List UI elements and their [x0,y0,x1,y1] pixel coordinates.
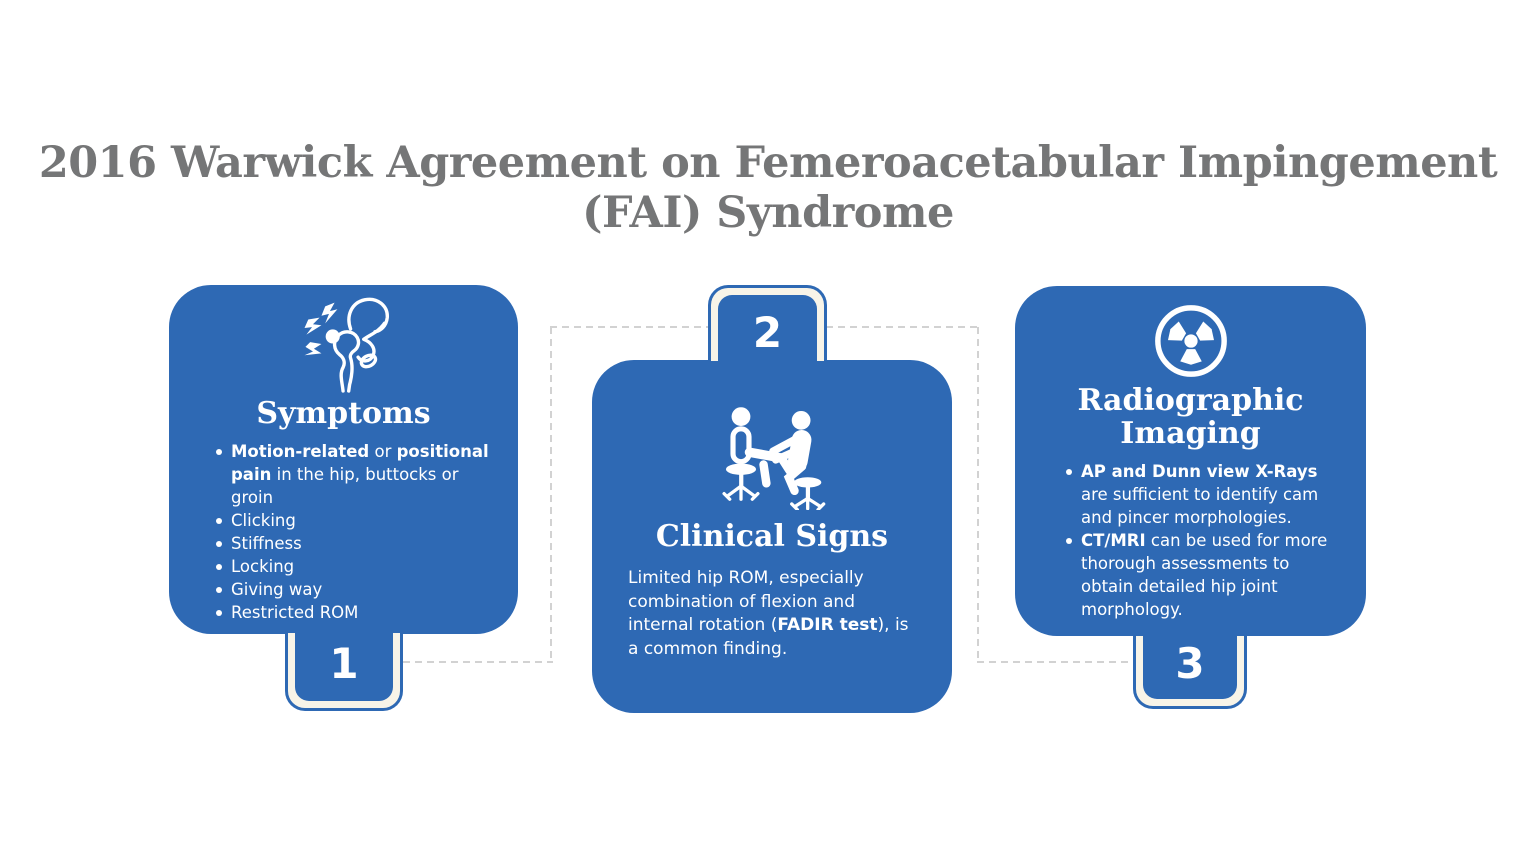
step-number-2: 2 [752,307,783,357]
clinical-signs-text: Limited hip ROM, especially combination … [628,568,909,659]
bullet-item: Restricted ROM [216,601,494,624]
connector-segment-2 [550,327,552,663]
step-tab-1-inner: 1 [295,625,393,701]
step-tab-3-inner: 3 [1143,628,1237,699]
card-symptoms-icon-row [169,295,518,393]
card-radiographic-heading: Radiographic Imaging [1077,383,1304,451]
step-tab-2-inner: 2 [718,295,817,369]
card-radiographic-imaging: Radiographic Imaging AP and Dunn view X-… [1015,286,1366,636]
step-tab-3: 3 [1133,628,1247,709]
radiographic-list: AP and Dunn view X-Rays are sufficient t… [1015,460,1366,621]
page-title: 2016 Warwick Agreement on Femeroacetabul… [38,138,1498,238]
card-clinical-signs: Clinical Signs Limited hip ROM, especial… [592,360,952,713]
bullet-item: Clicking [216,509,494,532]
bullet-item: CT/MRI can be used for more thorough ass… [1066,529,1342,621]
bullet-item: Stiffness [216,532,494,555]
symptoms-list: Motion-related or positional pain in the… [169,440,518,624]
radiation-icon [1154,305,1227,377]
step-number-3: 3 [1175,639,1205,688]
connector-segment-1 [403,661,553,663]
card-clinical-signs-heading: Clinical Signs [655,519,889,554]
connector-segment-4 [977,327,979,663]
hip-pain-icon [304,297,389,393]
bullet-item: Motion-related or positional pain in the… [216,440,494,509]
bullet-item: AP and Dunn view X-Rays are sufficient t… [1066,460,1342,529]
step-number-1: 1 [329,638,359,688]
card-clinical-signs-icon-row [592,404,952,510]
bullet-item: Locking [216,555,494,578]
step-tab-2: 2 [708,285,827,369]
clinical-examination-icon [722,407,826,510]
bullet-item: Giving way [216,578,494,601]
card-radiographic-icon-row [1015,302,1366,380]
step-tab-1: 1 [285,625,403,711]
connector-segment-5 [977,661,1134,663]
card-symptoms-heading: Symptoms [256,396,431,431]
card-symptoms: Symptoms Motion-related or positional pa… [169,285,518,634]
